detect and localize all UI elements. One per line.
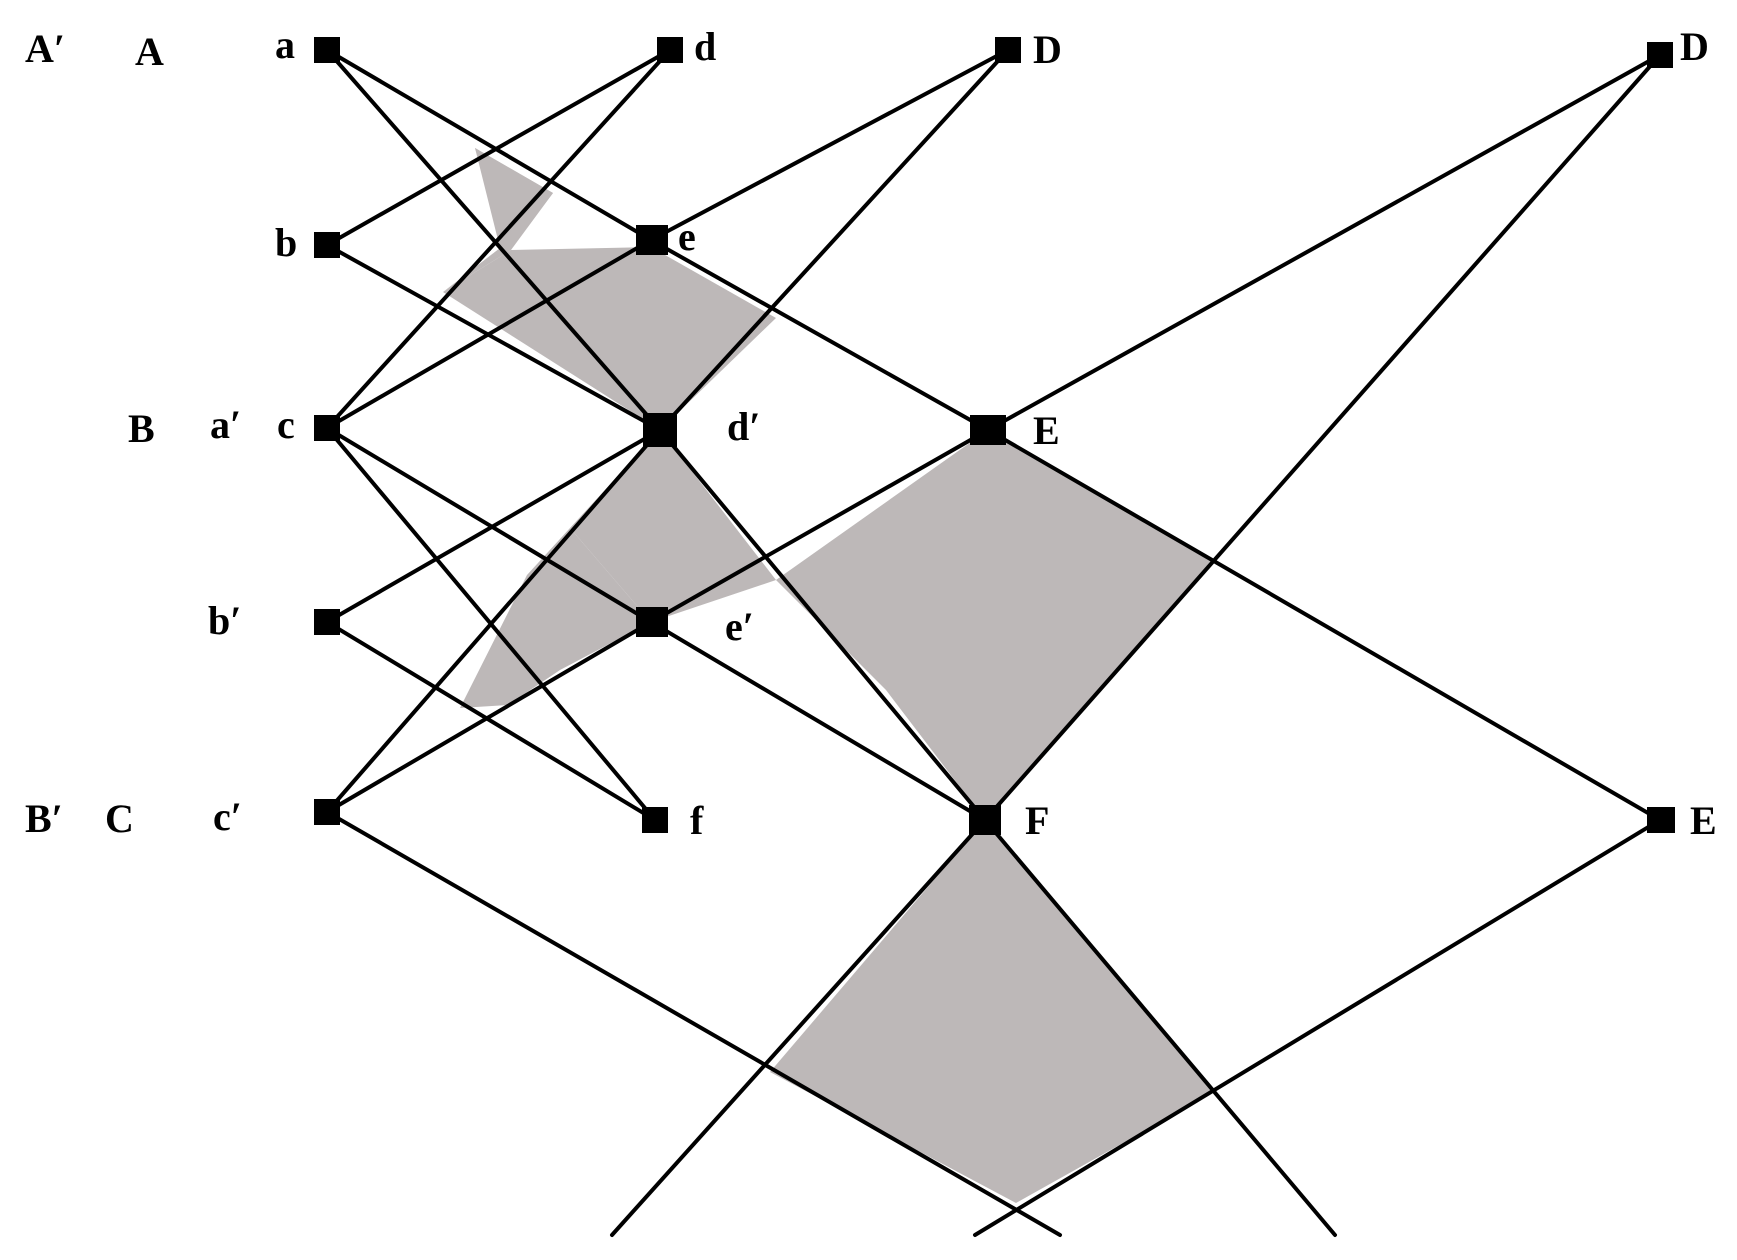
label-e: e	[678, 214, 696, 259]
label-b-prime: b′	[208, 598, 242, 643]
edge-F-bottom-left	[610, 818, 987, 1237]
shaded-region-large-center	[776, 430, 1214, 820]
edge-E-E-right	[986, 428, 1662, 822]
node-e	[636, 225, 668, 255]
nodes	[314, 37, 1675, 835]
label-f: f	[690, 798, 704, 843]
row-labels: A′ A B B′ C	[25, 26, 164, 841]
row-label-B-prime: B′	[25, 796, 63, 841]
edge-c-e	[325, 238, 653, 430]
label-e-prime: e′	[725, 604, 754, 649]
node-cprime	[314, 799, 340, 825]
edge-cprime-eprime	[325, 620, 653, 814]
node-c	[314, 415, 340, 441]
row-label-a-prime: A′	[25, 26, 65, 71]
shaded-region-upper-mid	[443, 247, 776, 430]
label-E-right: E	[1690, 798, 1717, 843]
edge-c-eprime	[325, 426, 653, 624]
node-D-right	[1647, 42, 1673, 68]
node-f	[642, 807, 668, 833]
node-a	[314, 37, 340, 63]
edge-F-D-right	[983, 53, 1662, 822]
edge-dprime-F	[658, 428, 987, 822]
edge-dprime-D	[658, 48, 1010, 432]
shaded-region-lower-left	[460, 528, 651, 708]
shaded-regions	[443, 148, 1214, 1203]
node-E-right	[1647, 807, 1675, 833]
node-bprime	[314, 609, 340, 635]
edge-b-d	[325, 48, 672, 247]
label-d: d	[694, 24, 716, 69]
edge-cprime-dprime	[325, 428, 662, 814]
edge-cprime-bottom	[325, 810, 1062, 1237]
edge-b-dprime	[325, 243, 662, 432]
edge-eprime-F	[649, 620, 987, 822]
row-label-C: C	[105, 796, 134, 841]
edge-e-E	[649, 238, 990, 432]
edges	[325, 48, 1662, 1237]
node-eprime	[636, 607, 668, 637]
edge-bprime-f	[325, 620, 657, 822]
label-F: F	[1025, 798, 1049, 843]
edge-a-dprime	[325, 48, 662, 432]
label-D-top: D	[1033, 27, 1062, 72]
label-D-right: D	[1680, 24, 1709, 69]
label-a: a	[275, 22, 295, 67]
node-dprime	[643, 413, 677, 447]
row-label-B: B	[128, 406, 155, 451]
shaded-region-mid-left	[570, 430, 776, 622]
edge-a-e	[325, 48, 653, 242]
edge-bprime-dprime	[325, 428, 662, 624]
row-label-A: A	[135, 29, 164, 74]
edge-E-right-bottom	[973, 818, 1662, 1237]
label-d-prime: d′	[727, 404, 761, 449]
label-c: c	[277, 402, 295, 447]
node-E-mid	[970, 415, 1006, 445]
label-a-prime: a′	[210, 402, 241, 447]
node-D-top	[995, 37, 1021, 63]
edge-c-d	[325, 48, 672, 430]
edge-E-D-right	[986, 53, 1662, 432]
shaded-region-bottom	[770, 820, 1214, 1203]
node-b	[314, 232, 340, 258]
node-F	[969, 805, 1001, 835]
edge-e-D	[649, 48, 1010, 242]
node-labels: a d D D b e a′ c d′ E b′ e′ c′ f F E	[208, 22, 1717, 843]
node-d	[657, 37, 683, 63]
label-b: b	[275, 220, 297, 265]
label-c-prime: c′	[213, 794, 242, 839]
shaded-region-upper-left	[443, 148, 553, 292]
edge-F-bottom-right	[983, 818, 1337, 1237]
label-E-mid: E	[1033, 408, 1060, 453]
edge-eprime-E	[649, 428, 990, 624]
